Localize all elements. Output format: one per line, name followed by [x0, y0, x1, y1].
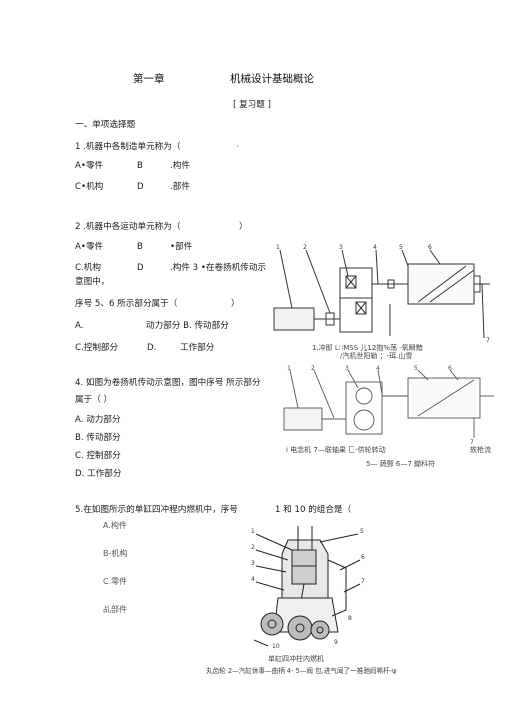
- q1-stem: 1 .机器中各制造单元称为（: [75, 142, 181, 152]
- q3-option-a-letter: A.: [75, 321, 84, 331]
- q2-stem-end: ）: [239, 222, 248, 232]
- q1-option-b: .构件: [170, 161, 190, 171]
- fig3-label-9: 9: [334, 639, 338, 646]
- fig1-label-6: 6: [428, 244, 432, 251]
- q2-option-d: .构件 3 •在卷扬机传动示: [170, 263, 267, 273]
- hoist-transmission-diagram-2: 1 2 3 4 5 6 7: [283, 365, 494, 446]
- fig3-caption-title: 单缸四冲柱内燃机: [268, 655, 324, 663]
- q1-option-d-letter: D: [137, 182, 144, 192]
- q1-option-a: A•零件: [75, 161, 104, 171]
- q4-option-a: A. 动力部分: [75, 415, 121, 425]
- fig1-label-3: 3: [339, 244, 343, 251]
- q5-option-c: C.零件: [103, 577, 128, 586]
- fig2-label-6: 6: [448, 365, 452, 372]
- q4-option-d: D. 工作部分: [75, 469, 122, 479]
- fig3-label-6: 6: [361, 554, 365, 561]
- q1-option-d: .部件: [170, 182, 190, 192]
- fig3-label-4: 4: [251, 576, 255, 583]
- q3-option-d: 工作部分: [180, 343, 215, 353]
- part-heading: 一、单项选择题: [75, 120, 136, 130]
- fig1-label-4: 4: [373, 244, 377, 251]
- q3-stem-end: ）: [231, 299, 240, 309]
- fig1-caption-line1: 1.冲即 L∷MSS 儿12抱%荡 -氧瞬黯: [312, 344, 423, 352]
- fig3-caption-legend: 丸齿轮 2—汽缸休事—曲柄 4- 5—阀 包,进气闻了一推驰阏嘶杆-ψ: [206, 667, 397, 675]
- q4-option-c: C. 控制部分: [75, 451, 121, 461]
- fig3-label-5: 5: [360, 528, 364, 535]
- q3-intro: 意图中，: [75, 277, 110, 287]
- fig1-label-7: 7: [486, 337, 490, 344]
- fig3-label-1: 1: [251, 528, 255, 535]
- fig2-label-5: 5: [414, 365, 418, 372]
- fig3-label-8: 8: [348, 615, 352, 622]
- fig1-label-2: 2: [303, 244, 307, 251]
- hoist-transmission-diagram-1: 1 2 3 4 5 6 7: [273, 244, 490, 344]
- fig2-label-1: 1: [287, 365, 291, 372]
- q2-option-d-letter: D: [137, 263, 144, 273]
- q5-stem-end: 1 和 10 的组合是（: [275, 505, 352, 515]
- q5-stem: 5.在如图所示的单缸四冲程内燃机中，序号: [75, 505, 238, 515]
- fig2-caption-right: 轶枪流: [470, 446, 491, 454]
- engine-diagram: 1 2 3 4 5 6 7 8 9 10: [251, 526, 365, 650]
- fig2-caption-line2: 5— 蔬鄄 6—7 鋤科符: [366, 460, 436, 468]
- q4-stem: 4. 如图为卷扬机传动示意图，图中序号 所示部分: [75, 378, 261, 388]
- q5-option-d: 乩部件: [103, 605, 127, 614]
- fig3-label-2: 2: [251, 544, 255, 551]
- q1-option-b-letter: B: [137, 161, 143, 171]
- fig2-label-7: 7: [470, 439, 474, 446]
- fig2-caption-line1: i 电念机 7—联轴果 匚-供轮转动: [286, 446, 386, 454]
- q3-option-a-b: 动力部分 B. 传动部分: [146, 321, 229, 331]
- q1-option-c: C•机构: [75, 182, 104, 192]
- q2-option-a: A•零件: [75, 242, 104, 252]
- q5-option-b: B-机构: [103, 549, 128, 558]
- fig2-label-4: 4: [376, 365, 380, 372]
- q2-option-b-letter: B: [137, 242, 143, 252]
- q3-option-c: C.控制部分: [75, 343, 119, 353]
- fig1-caption-line2: /汽机世阳勒 ；-珥.山雪: [340, 352, 413, 360]
- q2-option-b: •部件: [170, 242, 193, 252]
- fig2-label-3: 3: [345, 365, 349, 372]
- chapter-title: 机械设计基础概论: [230, 73, 314, 85]
- fig3-label-3: 3: [251, 560, 255, 567]
- fig1-label-5: 5: [399, 244, 403, 251]
- q3-stem: 序号 5、6 所示部分属于（: [75, 299, 178, 309]
- q4-stem-line2: 属于（ ）: [75, 395, 113, 405]
- section-heading: [ 复习题 ]: [233, 100, 271, 110]
- q2-stem: 2 .机器中各运动单元称为（: [75, 222, 181, 232]
- fig3-label-10: 10: [272, 643, 280, 650]
- q1-stem-end: ·: [236, 142, 239, 152]
- q5-option-a: A.构件: [103, 521, 127, 530]
- chapter-number: 第一章: [133, 73, 165, 85]
- fig3-label-7: 7: [361, 578, 365, 585]
- q3-option-d-letter: D.: [147, 343, 157, 353]
- q2-option-c: C.机构: [75, 263, 101, 273]
- fig1-label-1: 1: [276, 244, 280, 251]
- fig2-label-2: 2: [311, 365, 315, 372]
- q4-option-b: B. 传动部分: [75, 433, 121, 443]
